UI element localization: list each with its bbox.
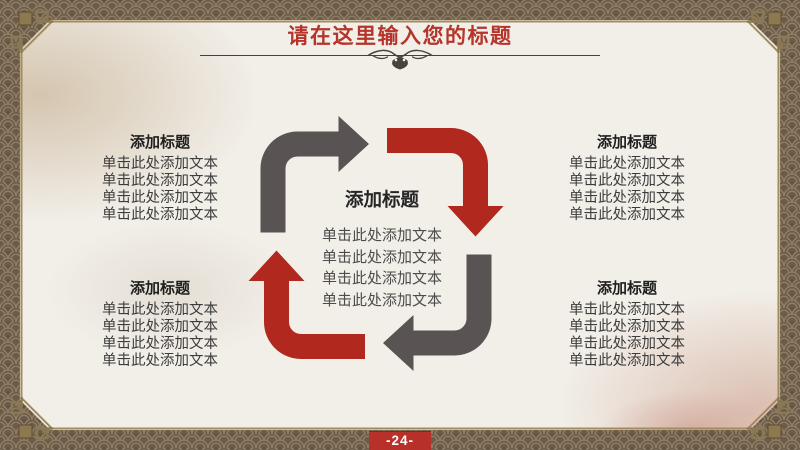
text-block-bottom-left: 添加标题 单击此处添加文本 单击此处添加文本 单击此处添加文本 单击此处添加文本 (90, 277, 230, 370)
text-block-top-right: 添加标题 单击此处添加文本 单击此处添加文本 单击此处添加文本 单击此处添加文本 (557, 131, 697, 224)
block-text-line: 单击此处添加文本 (102, 156, 218, 172)
block-text-line: 单击此处添加文本 (102, 207, 218, 223)
center-text-line: 单击此处添加文本 (321, 291, 442, 309)
block-heading: 添加标题 (596, 134, 657, 151)
block-text-line: 单击此处添加文本 (102, 173, 218, 189)
center-text-line: 单击此处添加文本 (321, 270, 442, 287)
block-heading: 添加标题 (129, 134, 190, 151)
block-text-line: 单击此处添加文本 (569, 302, 685, 318)
title-divider-line (200, 55, 600, 57)
block-text-line: 单击此处添加文本 (102, 302, 218, 318)
page-number-badge: -24- (369, 431, 431, 450)
block-text-line: 单击此处添加文本 (569, 190, 685, 206)
block-text-line: 单击此处添加文本 (569, 353, 685, 369)
center-text-line: 单击此处添加文本 (321, 227, 442, 244)
block-text-line: 单击此处添加文本 (569, 207, 685, 223)
block-text-line: 单击此处添加文本 (569, 336, 685, 352)
block-text-line: 单击此处添加文本 (102, 190, 218, 206)
block-text-line: 单击此处添加文本 (102, 336, 218, 352)
text-block-top-left: 添加标题 单击此处添加文本 单击此处添加文本 单击此处添加文本 单击此处添加文本 (90, 131, 230, 224)
center-heading: 添加标题 (344, 189, 419, 210)
block-text-line: 单击此处添加文本 (569, 319, 685, 335)
block-text-line: 单击此处添加文本 (569, 156, 685, 172)
block-heading: 添加标题 (129, 280, 190, 297)
center-text-line: 单击此处添加文本 (321, 248, 442, 266)
block-text-line: 单击此处添加文本 (102, 319, 218, 335)
slide-title: 请在这里输入您的标题 (287, 25, 513, 48)
block-text-line: 单击此处添加文本 (569, 173, 685, 189)
block-text-line: 单击此处添加文本 (102, 353, 218, 369)
center-text-placeholder: 添加标题 单击此处添加文本 单击此处添加文本 单击此处添加文本 单击此处添加文本 (282, 186, 482, 311)
block-heading: 添加标题 (596, 280, 657, 297)
text-block-bottom-right: 添加标题 单击此处添加文本 单击此处添加文本 单击此处添加文本 单击此处添加文本 (557, 277, 697, 370)
